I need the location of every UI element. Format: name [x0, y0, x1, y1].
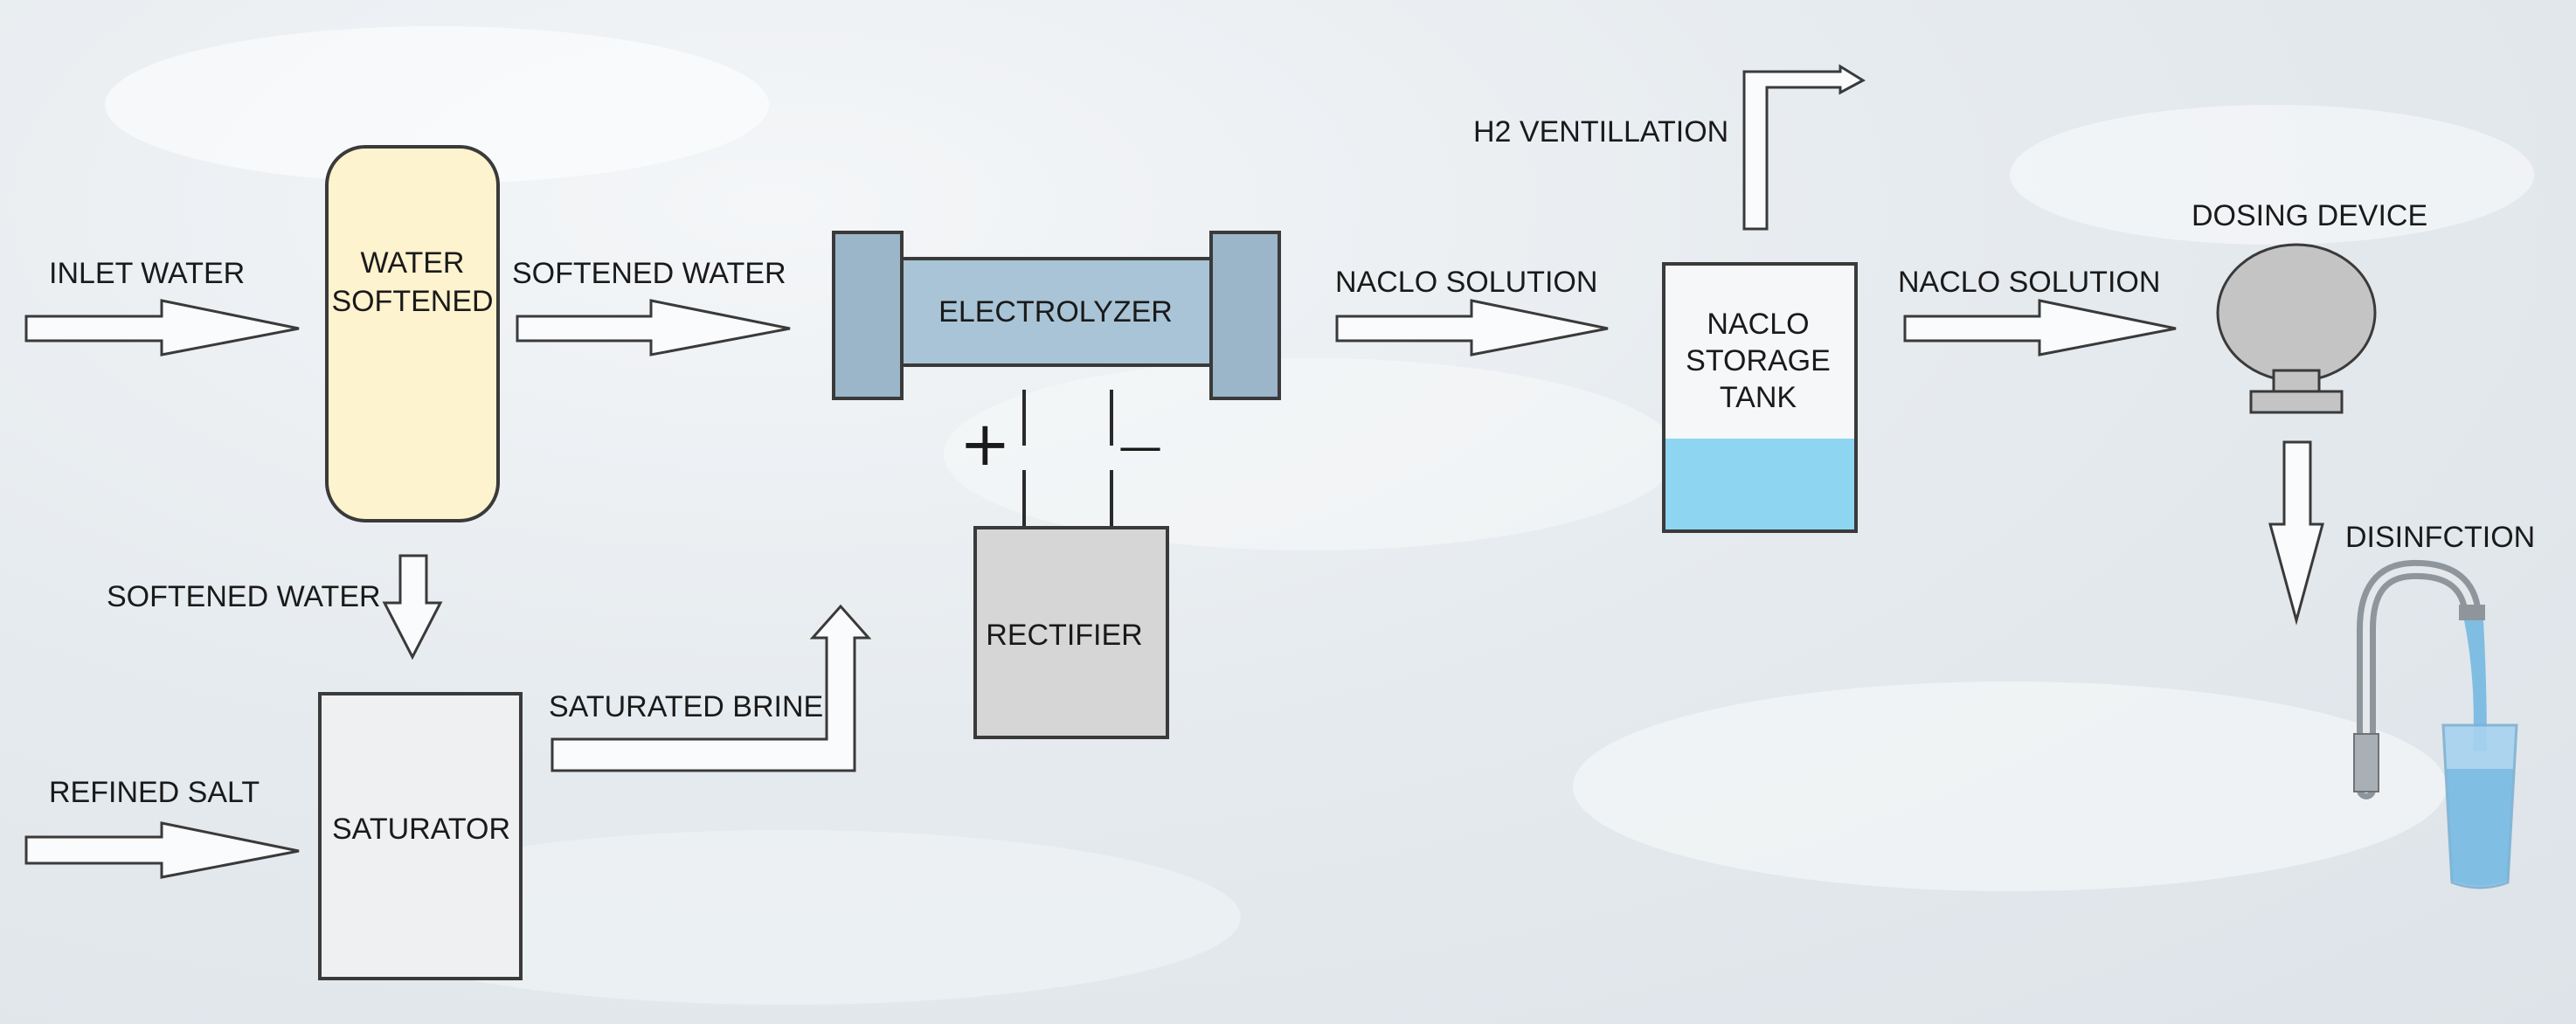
electrolyzer-label: ELECTROLYZER — [938, 295, 1173, 329]
dosing-pump-icon — [2216, 243, 2377, 414]
disinfection-label: DISINFCTION — [2345, 521, 2535, 554]
saturator-box — [318, 692, 523, 980]
tank-label-line1: NACLO — [1707, 308, 1809, 341]
softened-water-down-arrow — [382, 554, 443, 661]
inlet-water-label: INLET WATER — [49, 257, 245, 290]
naclo-solution-label-2: NACLO SOLUTION — [1898, 266, 2160, 299]
dosing-device-label: DOSING DEVICE — [2192, 199, 2427, 232]
h2-ventillation-label: H2 VENTILLATION — [1473, 115, 1728, 149]
electrolyzer-body — [898, 257, 1213, 367]
tank-label-line3: TANK — [1720, 381, 1797, 414]
softened-water-top-label: SOFTENED WATER — [512, 257, 786, 290]
water-softener-label-line2: SOFTENED — [331, 285, 493, 318]
saturated-brine-label: SATURATED BRINE — [549, 690, 823, 723]
saturated-brine-arrow — [551, 604, 872, 772]
refined-salt-label: REFINED SALT — [49, 776, 260, 809]
positive-terminal-symbol: + — [959, 408, 1011, 480]
rectifier-box — [973, 526, 1169, 739]
h2-ventillation-arrow — [1742, 64, 1866, 231]
naclo-solution-arrow-2 — [1903, 299, 2177, 356]
saturator-label: SATURATOR — [332, 813, 510, 846]
refined-salt-arrow — [24, 821, 300, 879]
inlet-water-arrow — [24, 299, 300, 356]
background-clouds — [105, 26, 2534, 1005]
tank-label-line2: STORAGE — [1686, 344, 1831, 377]
electrolyzer-left-cap — [832, 231, 904, 400]
softened-water-top-arrow — [516, 299, 791, 356]
dosing-down-arrow — [2268, 440, 2324, 626]
electrolyzer-right-cap — [1209, 231, 1281, 400]
rectifier-label: RECTIFIER — [986, 619, 1142, 652]
water-softener-label-line1: WATER — [361, 246, 465, 280]
faucet-with-glass-icon — [2353, 559, 2518, 889]
naclo-solution-label-1: NACLO SOLUTION — [1335, 266, 1597, 299]
tank-liquid-level — [1665, 439, 1854, 529]
water-softener-vessel — [325, 145, 500, 522]
naclo-solution-arrow-1 — [1335, 299, 1609, 356]
negative-terminal-symbol: — — [1118, 421, 1162, 472]
softened-water-bottom-label: SOFTENED WATER — [107, 580, 381, 613]
